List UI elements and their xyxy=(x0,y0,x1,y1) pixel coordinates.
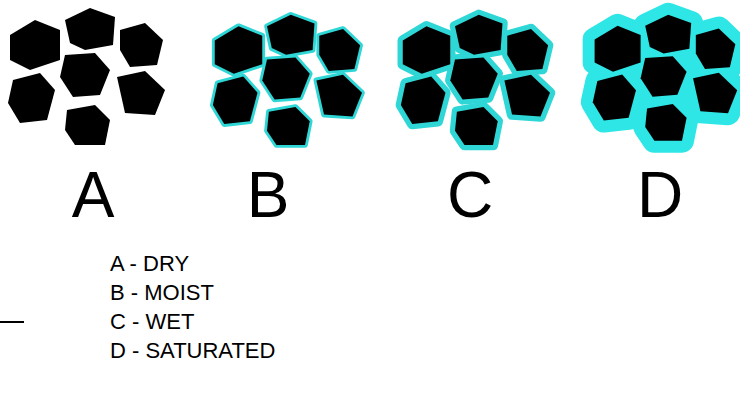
saturated-grains xyxy=(593,15,737,141)
legend-text: C - WET xyxy=(110,311,194,333)
panel-letter: D xyxy=(637,163,683,227)
moist-grains xyxy=(213,15,362,145)
panel-letter: A xyxy=(72,163,115,227)
dash-mark xyxy=(0,321,24,323)
panel-letter: C xyxy=(447,163,493,227)
legend-text: B - MOIST xyxy=(110,282,214,304)
legend-text: A - DRY xyxy=(110,253,189,275)
dry-grains xyxy=(8,8,165,145)
panel-letter: B xyxy=(247,163,290,227)
legend-text: D - SATURATED xyxy=(110,340,275,362)
wet-grains xyxy=(401,15,550,145)
